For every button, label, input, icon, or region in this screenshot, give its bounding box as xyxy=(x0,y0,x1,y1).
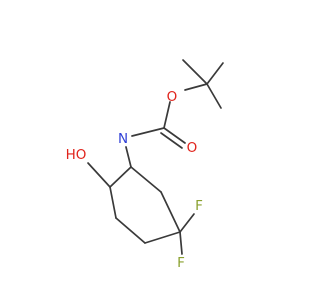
bond-carbonyl-double-a xyxy=(163,127,186,144)
bond-tbu-methyl-right xyxy=(206,62,224,85)
bond-tbu-to-oxygen xyxy=(184,83,208,91)
ring-bond-c3-c4 xyxy=(115,217,146,244)
ring-bond-c6-c1 xyxy=(130,166,162,193)
atom-fluorine-lower: F xyxy=(177,255,185,271)
ring-bond-c1-c2 xyxy=(109,166,132,188)
atom-fluorine-upper: F xyxy=(195,198,203,214)
atom-nitrogen: N xyxy=(118,131,128,147)
bond-ring-to-fluorine-lower xyxy=(179,231,183,255)
bond-tbu-methyl-lower xyxy=(206,83,222,109)
ring-bond-c2-c3 xyxy=(109,186,117,219)
atom-hydroxyl: HO xyxy=(66,147,87,163)
ring-bond-c5-c6 xyxy=(160,191,181,233)
bond-tbu-methyl-top xyxy=(182,59,208,85)
bond-ring-to-hydroxyl xyxy=(87,162,111,188)
bond-oxygen-to-carbonyl-carbon xyxy=(163,101,171,129)
ring-bond-c4-c5 xyxy=(144,231,181,244)
molecule-structure-diagram: O O N HO F F xyxy=(66,59,224,271)
atom-oxygen-ester: O xyxy=(167,89,178,105)
bond-ring-to-fluorine-upper xyxy=(179,213,195,233)
bond-carbonyl-to-nitrogen xyxy=(131,127,165,137)
molecule-svg: O O N HO F F xyxy=(66,59,224,271)
bond-nitrogen-to-ring xyxy=(125,146,132,168)
atom-oxygen-carbonyl: O xyxy=(187,140,198,156)
bond-carbonyl-double-b xyxy=(160,132,183,149)
